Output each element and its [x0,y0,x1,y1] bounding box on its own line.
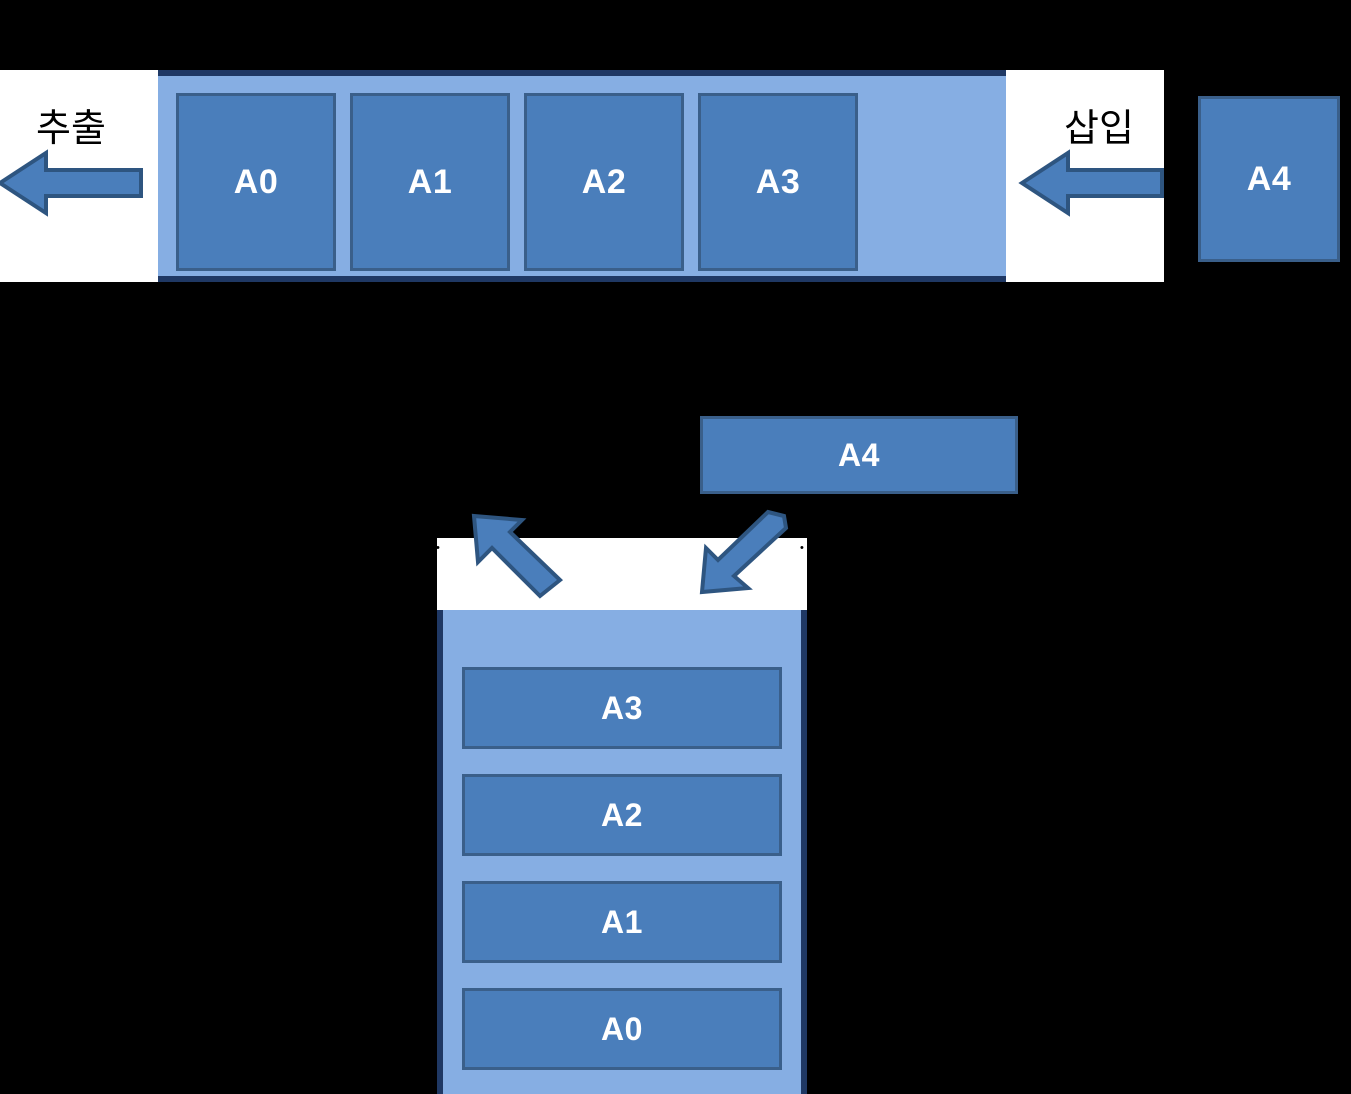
stack-panel-right-tick: • [800,542,804,554]
queue-insert-label: 삽입 [1064,108,1134,150]
queue-incoming-label: A4 [1246,159,1292,198]
queue-cell-0[interactable]: A0 [176,93,336,271]
stack-cells: A3 A2 A1 A0 [462,667,782,1070]
queue-extract-arrow-icon [0,148,144,218]
stack-cell-2[interactable]: A1 [462,881,782,963]
stack-push-arrow-icon [698,509,790,598]
stack-cell-label: A1 [601,903,643,940]
stack-cell-bottom[interactable]: A0 [462,988,782,1070]
queue-incoming-element[interactable]: A4 [1198,96,1340,262]
stack-container: A3 A2 A1 A0 [437,610,807,1094]
queue-cell-label: A1 [407,162,453,201]
stack-cell-top[interactable]: A3 [462,667,782,749]
stack-panel-left-tick: • [436,542,440,554]
stack-incoming-element[interactable]: A4 [700,416,1018,494]
queue-cell-1[interactable]: A1 [350,93,510,271]
queue-cells: A0 A1 A2 A3 [176,93,858,271]
queue-cell-3[interactable]: A3 [698,93,858,271]
stack-incoming-label: A4 [838,436,880,473]
queue-cell-label: A3 [755,162,801,201]
stack-pop-arrow-icon [468,510,564,599]
queue-extract-label: 추출 [36,108,106,150]
queue-container: A0 A1 A2 A3 [158,70,1006,282]
queue-cell-2[interactable]: A2 [524,93,684,271]
queue-insert-arrow-icon [1018,148,1164,218]
stack-cell-label: A3 [601,689,643,726]
stack-cell-1[interactable]: A2 [462,774,782,856]
stack-cell-label: A0 [601,1010,643,1047]
queue-cell-label: A0 [233,162,279,201]
stack-cell-label: A2 [601,796,643,833]
queue-cell-label: A2 [581,162,627,201]
